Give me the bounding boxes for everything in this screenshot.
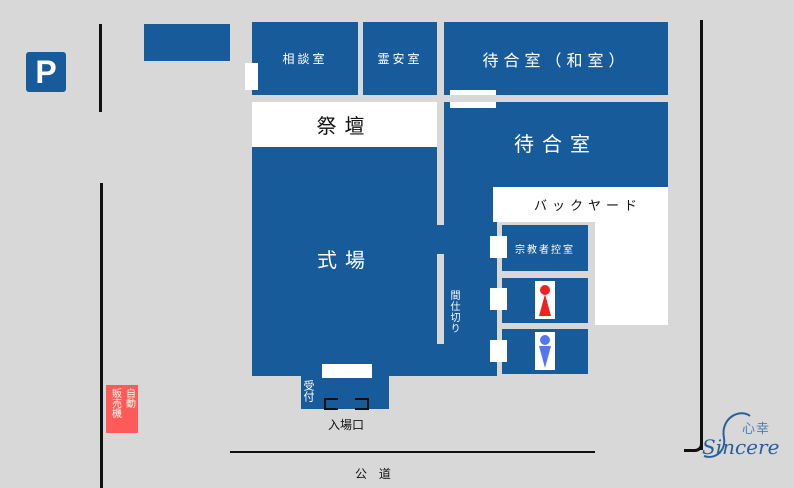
wall-top-row-gap-1 — [358, 22, 363, 95]
reception-label: 受付 — [302, 380, 315, 402]
door-toilet-female — [490, 288, 507, 310]
room-waiting: 待合室 — [444, 102, 668, 187]
female-toilet-icon — [535, 281, 555, 319]
entrance-marker-left — [324, 398, 338, 410]
door-clergy — [490, 236, 507, 258]
room-waiting-japanese: 待合室（和室） — [444, 22, 668, 95]
wall-altar-waiting — [437, 95, 444, 225]
door-ceremony-hall — [322, 364, 372, 378]
backyard-lower — [595, 222, 668, 325]
altar: 祭壇 — [252, 102, 437, 147]
entrance-label: 入場口 — [328, 418, 365, 432]
room-consultation: 相談室 — [252, 22, 358, 95]
partition-label: 間仕切り — [448, 290, 459, 334]
logo-kanji: 心幸 — [742, 422, 771, 437]
partition-wall — [437, 254, 444, 344]
parking-icon: P — [35, 54, 57, 90]
backyard: バックヤード — [493, 187, 668, 222]
logo-text: Sincere — [702, 435, 780, 459]
road-line — [230, 451, 595, 453]
vending-machine: 自動 販売機 — [106, 385, 138, 433]
male-toilet-icon — [535, 332, 555, 370]
boundary-line-right-corner — [684, 440, 703, 452]
boundary-line-right — [700, 20, 703, 450]
ceremony-hall-label: 式場 — [317, 248, 373, 272]
ceremony-hall-upper-right — [444, 180, 496, 230]
boundary-line-left-bottom — [100, 183, 103, 488]
door-consultation — [245, 63, 258, 90]
logo: 心幸 Sincere — [700, 408, 790, 463]
room-clergy: 宗教者控室 — [502, 225, 588, 271]
room-reian: 霊安室 — [363, 22, 437, 95]
entrance-marker-right — [355, 398, 369, 410]
parking-sign: P — [26, 52, 66, 92]
outbuilding — [144, 24, 230, 61]
wall-row-gap — [252, 95, 668, 102]
door-toilet-male — [490, 340, 507, 362]
wall-top-row-gap-2 — [437, 22, 444, 95]
logo-swash-icon — [703, 412, 751, 458]
road-label: 公 道 — [355, 467, 395, 481]
boundary-line-left-top — [99, 24, 102, 112]
